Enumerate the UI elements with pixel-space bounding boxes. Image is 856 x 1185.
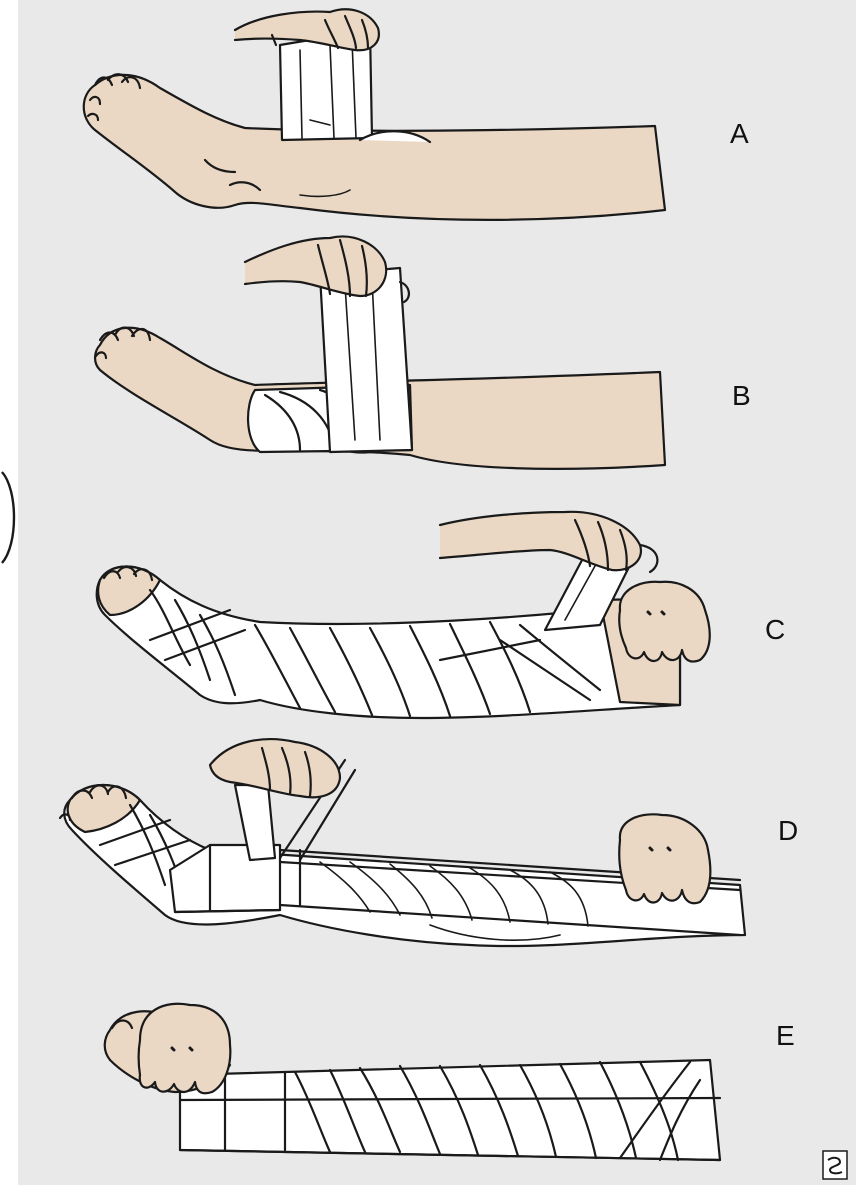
step-d-lower-hand — [619, 814, 710, 903]
step-e-hand — [139, 1004, 231, 1094]
step-c-upper-hand — [440, 512, 641, 570]
step-label-a: A — [730, 118, 749, 150]
step-d-upper-hand — [210, 739, 340, 797]
step-b-drawing — [95, 237, 665, 469]
step-label-c: C — [765, 614, 785, 646]
step-label-b: B — [732, 380, 751, 412]
step-c-drawing — [97, 512, 710, 718]
step-label-d: D — [778, 815, 798, 847]
step-e-leg — [180, 1060, 720, 1160]
publisher-logo-icon — [822, 1150, 848, 1180]
step-d-drawing — [60, 739, 745, 946]
step-a-drawing — [84, 9, 665, 220]
step-c-lower-hand — [619, 582, 709, 662]
step-e-drawing — [105, 1004, 720, 1160]
step-label-e: E — [776, 1020, 795, 1052]
bracket-edge-icon — [0, 470, 20, 565]
step-a-leg — [84, 75, 665, 220]
